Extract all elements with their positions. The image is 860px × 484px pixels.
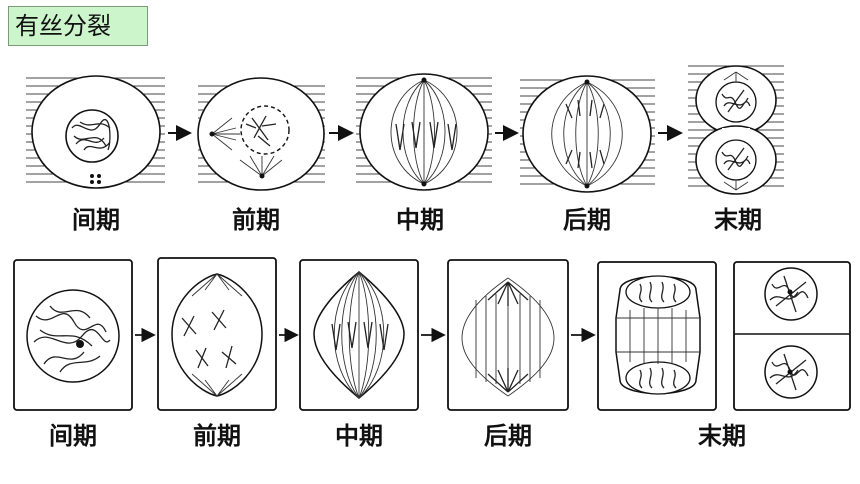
label-bottom-prophase: 前期 [193,421,241,450]
top-metaphase-cell [356,73,492,191]
label-top-prophase: 前期 [232,205,280,234]
top-telophase-cell [688,65,784,195]
label-top-metaphase: 中期 [396,205,444,234]
label-top-telophase: 末期 [714,205,762,234]
bottom-anaphase-cell [447,259,569,411]
bottom-interphase-cell [13,259,133,411]
label-bottom-telophase: 末期 [698,421,746,450]
label-top-anaphase: 后期 [563,205,611,234]
top-interphase-cell [26,75,165,189]
top-prophase-cell [197,77,325,191]
bottom-telophase-daughter-cells [733,261,851,411]
top-anaphase-cell [520,75,655,193]
bottom-telophase-dividing-cell [597,261,717,411]
label-bottom-interphase: 间期 [49,421,97,450]
label-top-interphase: 间期 [72,205,120,234]
page-title: 有丝分裂 [8,6,148,46]
bottom-prophase-cell [157,257,277,411]
bottom-metaphase-cell [299,259,419,411]
label-bottom-metaphase: 中期 [335,421,383,450]
label-bottom-anaphase: 后期 [484,421,532,450]
